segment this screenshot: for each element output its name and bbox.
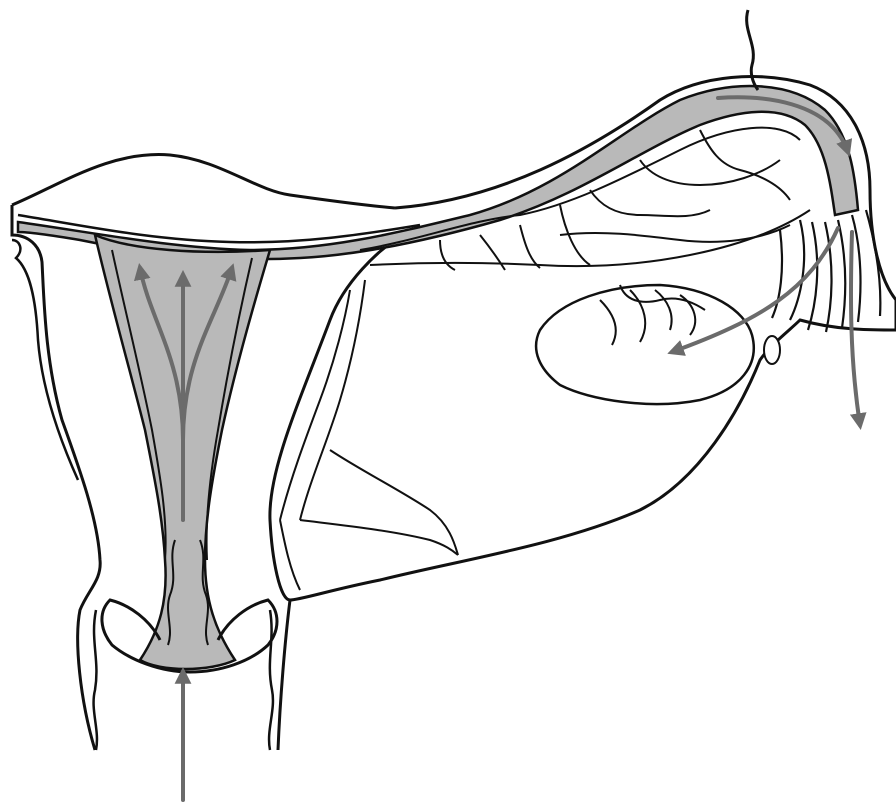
fimbria-cyst [764,336,780,364]
uterus-fundus [12,155,395,208]
uterus-left-edge [12,240,78,480]
